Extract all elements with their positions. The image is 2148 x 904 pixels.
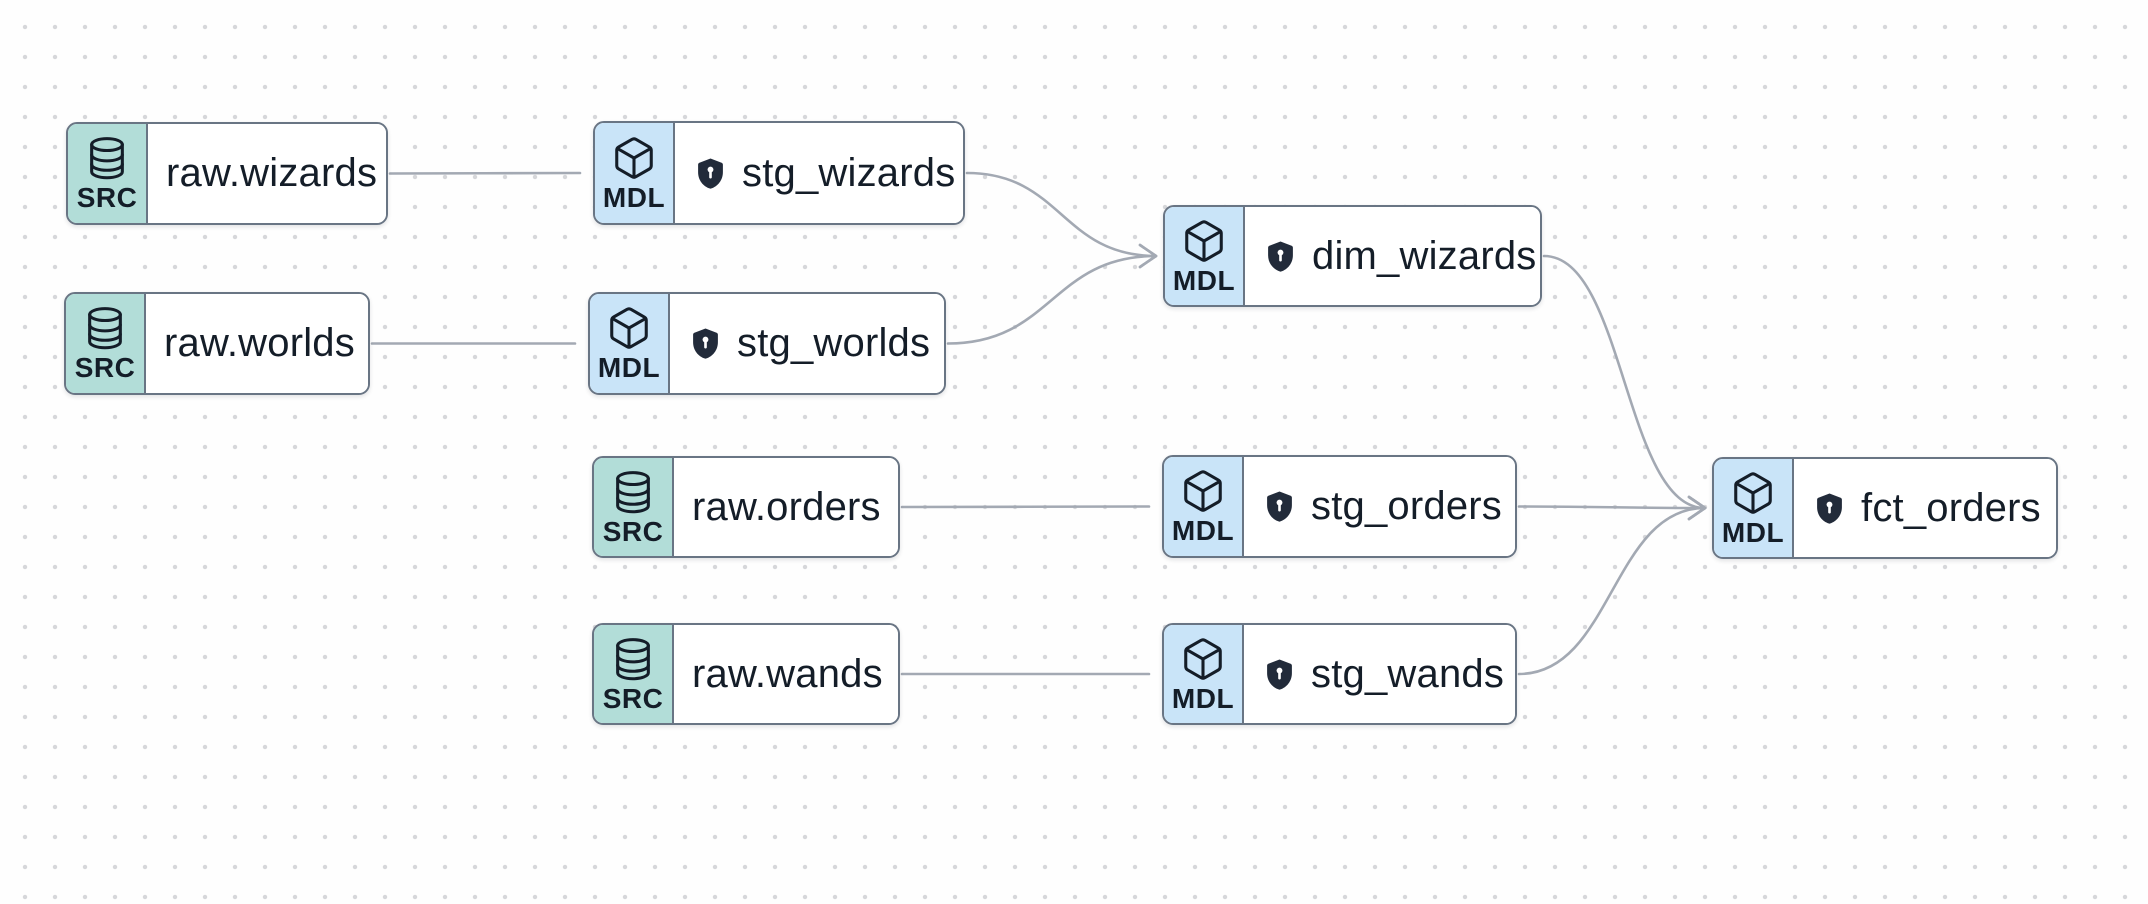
node-raw-worlds[interactable]: SRC raw.worlds: [64, 292, 370, 395]
node-stg-wizards[interactable]: MDL stg_wizards: [593, 121, 965, 225]
node-type-label: MDL: [602, 181, 666, 213]
node-type-chip: SRC: [594, 625, 674, 723]
node-type-chip: SRC: [68, 124, 148, 223]
node-stg-wands[interactable]: MDL stg_wands: [1162, 623, 1517, 725]
node-label: raw.wizards: [166, 151, 378, 195]
node-type-chip: MDL: [590, 294, 670, 393]
edge-arrowhead-dim-wizards: [1138, 243, 1158, 269]
edge-dim-wizards-to-fct-orders: [1542, 254, 1707, 510]
edge-stg-wands-to-fct-orders: [1517, 506, 1707, 676]
node-body: stg_worlds: [670, 294, 944, 393]
node-type-label: SRC: [74, 352, 136, 384]
node-label: raw.orders: [692, 484, 881, 529]
box-icon: [1181, 218, 1227, 264]
node-stg-worlds[interactable]: MDL stg_worlds: [588, 292, 946, 395]
node-raw-wands[interactable]: SRC raw.wands: [592, 623, 900, 725]
node-type-chip: MDL: [1165, 207, 1245, 305]
node-type-chip: MDL: [1714, 459, 1794, 557]
node-body: stg_orders: [1244, 457, 1515, 556]
node-type-chip: MDL: [1164, 625, 1244, 723]
node-label: raw.wands: [692, 651, 883, 696]
node-type-label: MDL: [1721, 516, 1785, 548]
database-icon: [82, 305, 128, 351]
node-label: fct_orders: [1861, 485, 2041, 530]
database-icon: [610, 636, 656, 682]
edge-stg-wizards-to-dim-wizards: [965, 171, 1158, 258]
node-type-chip: SRC: [594, 458, 674, 556]
node-body: raw.orders: [674, 458, 898, 556]
edge-stg-worlds-to-dim-wizards: [946, 254, 1158, 345]
node-label: raw.worlds: [164, 321, 355, 365]
node-label: stg_orders: [1311, 484, 1502, 528]
database-icon: [610, 469, 656, 515]
shield-lock-icon: [688, 326, 723, 361]
node-label: dim_wizards: [1312, 233, 1537, 278]
box-icon: [1730, 470, 1776, 516]
database-icon: [84, 135, 130, 181]
node-body: raw.worlds: [146, 294, 368, 393]
edge-raw-wizards-to-stg-wizards: [388, 171, 582, 175]
node-stg-orders[interactable]: MDL stg_orders: [1162, 455, 1517, 558]
shield-lock-icon: [1263, 239, 1298, 274]
shield-lock-icon: [1262, 657, 1297, 692]
node-type-label: MDL: [1171, 682, 1235, 714]
shield-lock-icon: [1812, 491, 1847, 526]
box-icon: [611, 135, 657, 181]
node-label: stg_wands: [1311, 651, 1505, 696]
edge-raw-orders-to-stg-orders: [900, 505, 1151, 509]
node-dim-wizards[interactable]: MDL dim_wizards: [1163, 205, 1542, 307]
node-body: stg_wands: [1244, 625, 1515, 723]
node-body: fct_orders: [1794, 459, 2056, 557]
edge-arrowhead-fct-orders: [1687, 495, 1707, 521]
node-label: stg_wizards: [742, 150, 956, 195]
shield-lock-icon: [1262, 489, 1297, 524]
node-type-label: MDL: [597, 352, 661, 384]
node-type-label: SRC: [602, 682, 664, 714]
node-raw-wizards[interactable]: SRC raw.wizards: [66, 122, 388, 225]
box-icon: [1180, 468, 1226, 514]
node-fct-orders[interactable]: MDL fct_orders: [1712, 457, 2058, 559]
node-body: dim_wizards: [1245, 207, 1540, 305]
box-icon: [606, 305, 652, 351]
shield-lock-icon: [693, 156, 728, 191]
box-icon: [1180, 636, 1226, 682]
node-body: raw.wands: [674, 625, 898, 723]
node-type-chip: MDL: [1164, 457, 1244, 556]
node-body: stg_wizards: [675, 123, 963, 223]
node-type-label: SRC: [76, 182, 138, 214]
node-type-label: MDL: [1172, 264, 1236, 296]
node-label: stg_worlds: [737, 321, 931, 365]
node-type-label: MDL: [1171, 515, 1235, 547]
node-raw-orders[interactable]: SRC raw.orders: [592, 456, 900, 558]
node-type-chip: MDL: [595, 123, 675, 223]
edge-stg-orders-to-fct-orders: [1517, 505, 1707, 510]
node-type-chip: SRC: [66, 294, 146, 393]
node-body: raw.wizards: [148, 124, 386, 223]
node-type-label: SRC: [602, 515, 664, 547]
